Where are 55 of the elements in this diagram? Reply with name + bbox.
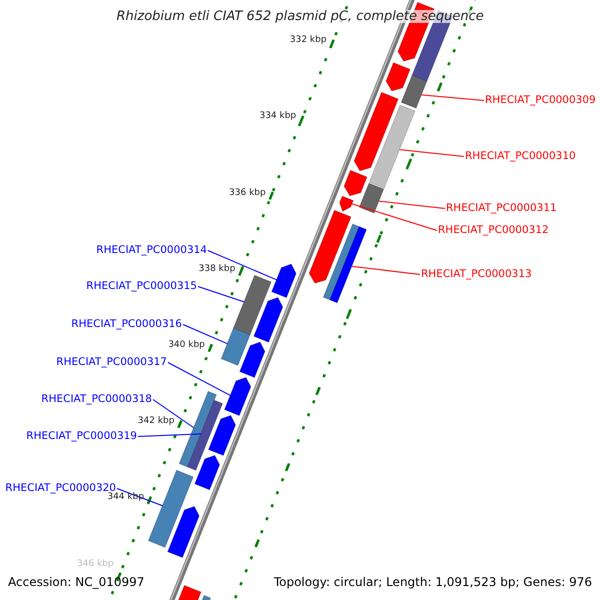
- gene-block: [339, 196, 354, 212]
- scale-label: 344 kbp: [107, 492, 144, 504]
- topology-text: Topology: circular; Length: 1,091,523 bp; Genes: 976: [274, 576, 592, 589]
- leader-line: [198, 286, 245, 302]
- leader-line: [421, 94, 484, 101]
- scale-label: 332 kbp: [290, 34, 327, 48]
- scale-label: 334 kbp: [259, 110, 296, 124]
- leader-line: [168, 362, 231, 396]
- leader-line: [378, 200, 446, 209]
- leader-line: [182, 324, 228, 344]
- gene-block: [220, 328, 250, 366]
- gene-block: [329, 226, 367, 304]
- scale-label: 338 kbp: [198, 262, 236, 276]
- gene-label: RHECIAT_PC0000313: [421, 268, 532, 281]
- gene-label: RHECIAT_PC0000317: [56, 356, 167, 369]
- scale-label: 340 kbp: [168, 338, 205, 352]
- gene-block: [253, 297, 284, 343]
- gene-block: [239, 342, 266, 378]
- gene-label: RHECIAT_PC0000310: [465, 150, 576, 163]
- scale-label: 346 kbp: [76, 558, 114, 571]
- gene-label: RHECIAT_PC0000319: [26, 430, 137, 443]
- gene-label: RHECIAT_PC0000314: [96, 244, 207, 257]
- gene-block: [368, 104, 416, 188]
- gene-block: [224, 376, 252, 416]
- gene-block: [358, 182, 384, 214]
- gene-block: [194, 454, 220, 490]
- leader-line: [138, 433, 202, 437]
- gene-label: RHECIAT_PC0000318: [41, 393, 152, 406]
- gene-block: [400, 75, 428, 109]
- gene-block: [148, 470, 194, 548]
- gene-block: [167, 506, 200, 558]
- gene-block: [208, 415, 236, 456]
- leader-line: [399, 149, 464, 157]
- gene-block: [187, 400, 223, 471]
- accession-text: Accession: NC_010997: [8, 576, 144, 589]
- gene-block: [308, 210, 352, 284]
- gene-label: RHECIAT_PC0000311: [446, 202, 557, 215]
- gene-label: RHECIAT_PC0000316: [71, 318, 182, 331]
- gene-block: [386, 62, 411, 92]
- gene-block: [232, 274, 272, 336]
- gene-block: [271, 264, 296, 298]
- gene-block: [344, 170, 368, 196]
- gene-label: RHECIAT_PC0000315: [86, 280, 197, 293]
- scale-label: 336 kbp: [229, 186, 266, 200]
- gene-block: [178, 390, 217, 468]
- leader-line: [116, 488, 164, 506]
- gene-label: RHECIAT_PC0000312: [438, 224, 549, 237]
- leader-line: [352, 203, 438, 231]
- scale-label: 342 kbp: [138, 415, 174, 428]
- gene-block: [322, 224, 360, 300]
- leader-line: [152, 399, 194, 428]
- leader-line: [208, 250, 278, 280]
- diagram-title: Rhizobium etli CIAT 652 plasmid pC, complete sequence: [116, 10, 484, 23]
- gene-block: [354, 92, 399, 172]
- gene-label: RHECIAT_PC0000309: [485, 94, 596, 107]
